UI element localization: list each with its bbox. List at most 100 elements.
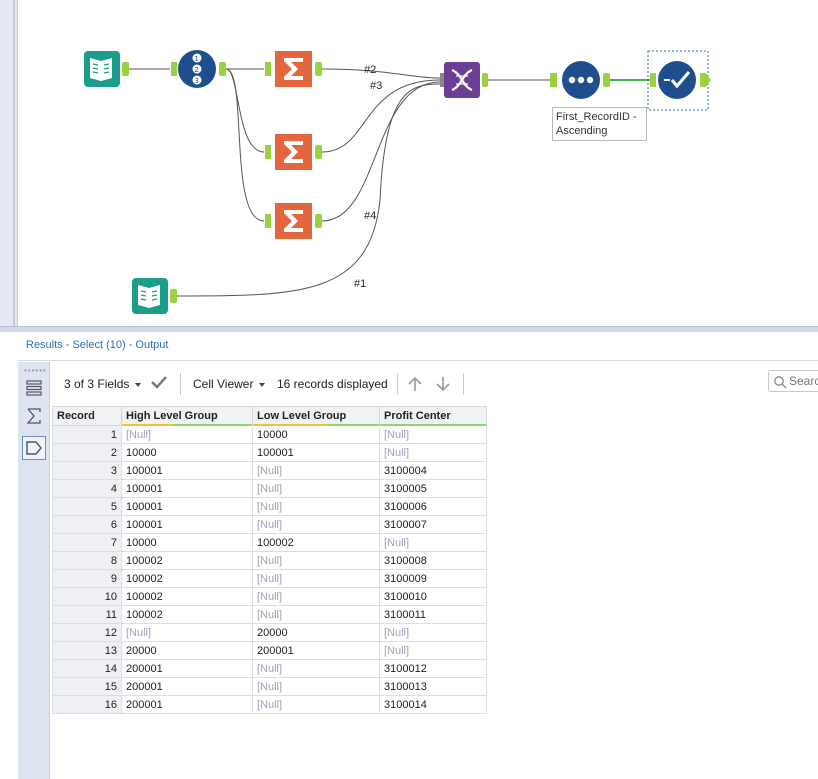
record-id-icon[interactable]: 1 2 3 bbox=[171, 50, 226, 88]
table-cell[interactable]: [Null] bbox=[379, 623, 487, 642]
select-icon[interactable] bbox=[647, 50, 711, 111]
record-number-cell[interactable]: 11 bbox=[52, 605, 122, 624]
sigma-icon[interactable] bbox=[22, 404, 46, 428]
record-number-cell[interactable]: 2 bbox=[52, 443, 122, 462]
table-row[interactable]: 1[Null]10000[Null] bbox=[52, 425, 487, 444]
arrow-up-icon[interactable] bbox=[406, 375, 424, 396]
cell-viewer-dropdown[interactable]: Cell Viewer bbox=[193, 377, 266, 391]
table-cell[interactable]: 10000 bbox=[121, 533, 253, 552]
table-cell[interactable]: 3100010 bbox=[379, 587, 487, 606]
pane-splitter[interactable] bbox=[0, 326, 818, 332]
table-cell[interactable]: 100002 bbox=[121, 569, 253, 588]
workflow-canvas[interactable]: #2 #3 #4 #1 1 2 3 bbox=[0, 0, 818, 326]
table-cell[interactable]: [Null] bbox=[379, 425, 487, 444]
table-cell[interactable]: [Null] bbox=[252, 659, 380, 678]
table-cell[interactable]: 3100012 bbox=[379, 659, 487, 678]
grid-icon[interactable] bbox=[22, 376, 46, 400]
table-cell[interactable]: [Null] bbox=[252, 587, 380, 606]
record-number-cell[interactable]: 5 bbox=[52, 497, 122, 516]
record-number-cell[interactable]: 7 bbox=[52, 533, 122, 552]
input-data-icon[interactable] bbox=[84, 51, 129, 87]
table-cell[interactable]: 100002 bbox=[121, 605, 253, 624]
table-cell[interactable]: [Null] bbox=[252, 461, 380, 480]
table-cell[interactable]: [Null] bbox=[252, 551, 380, 570]
table-cell[interactable]: 3100005 bbox=[379, 479, 487, 498]
record-number-cell[interactable]: 15 bbox=[52, 677, 122, 696]
sort-icon[interactable] bbox=[550, 61, 610, 99]
table-cell[interactable]: 100002 bbox=[121, 551, 253, 570]
table-cell[interactable]: 3100013 bbox=[379, 677, 487, 696]
table-cell[interactable]: 10000 bbox=[121, 443, 253, 462]
table-cell[interactable]: [Null] bbox=[252, 695, 380, 714]
table-cell[interactable]: 3100004 bbox=[379, 461, 487, 480]
record-number-cell[interactable]: 10 bbox=[52, 587, 122, 606]
search-field[interactable] bbox=[769, 371, 818, 391]
table-cell[interactable]: 3100008 bbox=[379, 551, 487, 570]
record-number-cell[interactable]: 3 bbox=[52, 461, 122, 480]
table-cell[interactable]: [Null] bbox=[252, 515, 380, 534]
table-cell[interactable]: 20000 bbox=[252, 623, 380, 642]
record-number-cell[interactable]: 14 bbox=[52, 659, 122, 678]
results-title[interactable]: Results - Select (10) - Output bbox=[26, 339, 169, 351]
record-number-cell[interactable]: 12 bbox=[52, 623, 122, 642]
column-header-low-level-group[interactable]: Low Level Group bbox=[252, 406, 380, 426]
summarize-icon[interactable] bbox=[265, 51, 322, 87]
tag-icon[interactable] bbox=[22, 436, 46, 460]
table-cell[interactable]: 3100009 bbox=[379, 569, 487, 588]
table-cell[interactable]: 10000 bbox=[252, 425, 380, 444]
table-cell[interactable]: [Null] bbox=[252, 569, 380, 588]
record-number-cell[interactable]: 8 bbox=[52, 551, 122, 570]
arrow-down-icon[interactable] bbox=[434, 375, 452, 396]
table-cell[interactable]: 100002 bbox=[252, 533, 380, 552]
table-cell[interactable]: [Null] bbox=[121, 425, 253, 444]
record-number-cell[interactable]: 13 bbox=[52, 641, 122, 660]
record-number-cell[interactable]: 9 bbox=[52, 569, 122, 588]
record-number-cell[interactable]: 6 bbox=[52, 515, 122, 534]
record-number-cell[interactable]: 4 bbox=[52, 479, 122, 498]
table-cell[interactable]: 3100006 bbox=[379, 497, 487, 516]
table-cell[interactable]: [Null] bbox=[252, 497, 380, 516]
table-cell[interactable]: 100001 bbox=[121, 497, 253, 516]
table-cell[interactable]: [Null] bbox=[252, 677, 380, 696]
column-header-profit-center[interactable]: Profit Center bbox=[379, 406, 487, 426]
table-cell[interactable]: 3100011 bbox=[379, 605, 487, 624]
table-cell[interactable]: 200001 bbox=[121, 677, 253, 696]
table-cell[interactable]: 200001 bbox=[121, 659, 253, 678]
summarize-icon[interactable] bbox=[265, 203, 322, 239]
search-input[interactable] bbox=[768, 370, 818, 392]
table-cell[interactable]: 3100007 bbox=[379, 515, 487, 534]
table-cell[interactable]: 100001 bbox=[121, 461, 253, 480]
table-cell[interactable]: 200001 bbox=[121, 695, 253, 714]
table-cell[interactable]: [Null] bbox=[379, 533, 487, 552]
table-cell[interactable]: 200001 bbox=[252, 641, 380, 660]
summarize-icon[interactable] bbox=[265, 134, 322, 170]
record-number-cell[interactable]: 16 bbox=[52, 695, 122, 714]
table-cell[interactable]: [Null] bbox=[379, 443, 487, 462]
table-cell[interactable]: [Null] bbox=[121, 623, 253, 642]
table-cell[interactable]: 100001 bbox=[252, 443, 380, 462]
table-row[interactable]: 12[Null]20000[Null] bbox=[52, 623, 487, 642]
table-cell[interactable]: 100001 bbox=[121, 515, 253, 534]
table-cell[interactable]: [Null] bbox=[252, 605, 380, 624]
check-icon[interactable] bbox=[150, 374, 168, 393]
table-cell[interactable]: 100001 bbox=[121, 479, 253, 498]
record-number-cell[interactable]: 1 bbox=[52, 425, 122, 444]
table-cell[interactable]: 20000 bbox=[121, 641, 253, 660]
union-icon[interactable] bbox=[440, 62, 488, 98]
column-header-high-level-group[interactable]: High Level Group bbox=[121, 406, 253, 426]
column-header-record[interactable]: Record bbox=[52, 406, 122, 426]
table-cell[interactable]: 3100014 bbox=[379, 695, 487, 714]
